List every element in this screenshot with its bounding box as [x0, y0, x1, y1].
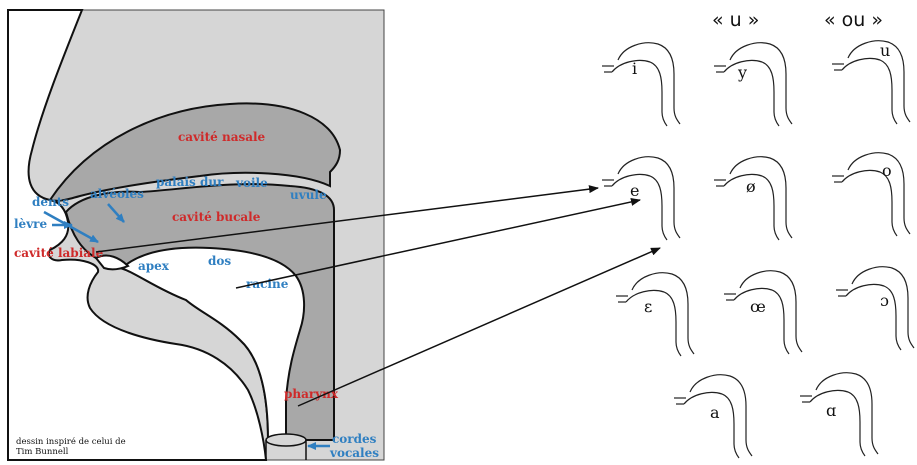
label-cavite-nasale: cavité nasale [178, 130, 266, 144]
label-voile: voile [235, 176, 268, 190]
vowel-tract-alpha [800, 373, 878, 456]
label-apex: apex [138, 259, 170, 273]
larynx-top [266, 434, 306, 446]
label-alveoles: alvéoles [90, 187, 144, 201]
vowel-tract-e [602, 157, 680, 240]
credit-line-2: Tim Bunnell [16, 447, 69, 457]
label-cavite-buccale: cavité bucale [172, 210, 261, 224]
vowel-tract-u [832, 41, 910, 124]
vowel-tract-o [832, 153, 910, 236]
label-dos: dos [208, 254, 231, 268]
vowel-a: a [710, 403, 720, 422]
header-u: « u » [712, 9, 759, 31]
label-dents: dents [32, 195, 69, 209]
vowel-alpha: ɑ [826, 401, 836, 420]
vowel-o: o [882, 161, 892, 180]
label-cordes: cordes [332, 432, 377, 446]
vowel-oe-open: œ [750, 297, 766, 316]
vowel-eps: ε [644, 297, 652, 316]
label-vocales: vocales [329, 446, 379, 460]
vowel-i: i [632, 59, 637, 78]
vowel-e: e [630, 181, 639, 200]
vowel-u: u [880, 41, 890, 60]
vowel-tract-i [602, 43, 680, 126]
vowel-y: y [737, 63, 747, 82]
vowel-oe-closed: ø [746, 177, 756, 196]
label-palais-dur: palais dur [156, 175, 224, 189]
vowel-tract-y [714, 43, 792, 126]
vowel-charts: « u » « ou » i y u e ø o ε œ ɔ a ɑ [602, 9, 914, 458]
label-uvule: uvule [290, 188, 327, 202]
vowel-tract-open-o [836, 267, 914, 350]
label-cavite-labiale: cavité labiale [14, 246, 104, 260]
label-levre: lèvre [14, 217, 47, 231]
credit-line-1: dessin inspiré de celui de [16, 436, 126, 447]
vowel-open-o: ɔ [880, 291, 889, 310]
header-ou: « ou » [824, 9, 883, 31]
vowel-tract-oe-closed [714, 157, 792, 240]
label-pharynx: pharynx [284, 387, 339, 401]
vowel-tract-eps [616, 273, 694, 356]
